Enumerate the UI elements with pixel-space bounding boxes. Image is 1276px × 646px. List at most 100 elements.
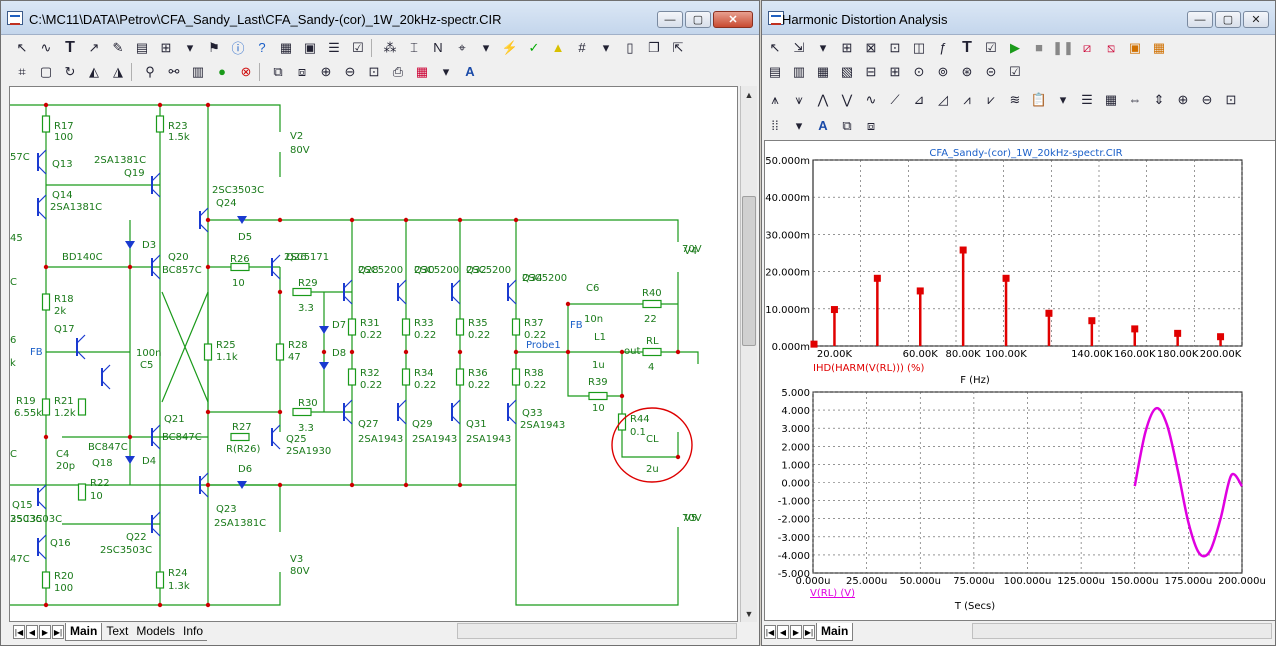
component-label-r44[interactable]: R44 [630,414,650,425]
component-label-r25[interactable]: R25 [216,340,236,351]
page-icon[interactable]: ▯ [626,39,634,55]
table-icon[interactable]: ☰ [1081,91,1093,107]
component-value-r31[interactable]: 0.22 [360,330,382,341]
tab-text[interactable]: Text [102,623,133,641]
resistor-symbol[interactable] [642,299,662,309]
zoom-in-icon[interactable]: ⊕ [320,63,332,79]
zoom-out-icon[interactable]: ⊖ [344,63,356,79]
component-value-r30[interactable]: 3.3 [298,423,314,434]
layout2-icon[interactable]: ▥ [792,63,806,79]
resistor-symbol[interactable] [642,347,662,357]
component-value-r32[interactable]: 0.22 [360,380,382,391]
resistor-symbol[interactable] [41,293,51,311]
component-label-q32[interactable]: Q32 [466,265,487,276]
tab-main[interactable]: Main [65,623,103,641]
flip-y-icon[interactable]: ◮ [113,63,123,79]
font-icon[interactable]: A [818,118,828,133]
component-value-r21[interactable]: 1.2k [54,408,76,419]
component-label-q19[interactable]: Q19 [124,168,145,179]
line-tool-icon[interactable]: ↗ [88,39,100,55]
node-numbers-icon[interactable]: ⁂ [383,39,397,55]
slope-icon[interactable]: ⟋ [890,91,900,107]
run-icon[interactable]: ▶ [1010,39,1020,55]
component-value-r34[interactable]: 0.22 [414,380,436,391]
tile-icon[interactable]: ⧈ [297,63,307,79]
wave-icon[interactable]: ≋ [1009,91,1021,107]
component-icon[interactable]: ▤ [135,39,149,55]
resistor-symbol[interactable] [617,413,627,431]
properties-icon[interactable]: ☑ [1009,63,1021,79]
probe-icon[interactable]: ⌖ [458,39,466,55]
text-tool-icon[interactable]: T [65,38,75,56]
resistor-symbol[interactable] [275,343,285,361]
valley-icon[interactable]: ⩛ [795,91,803,107]
find-icon[interactable]: ⚲ [145,63,155,79]
component-value-r29[interactable]: 3.3 [298,303,314,314]
component-value-q27[interactable]: 2SA1943 [358,434,403,445]
prev-page-icon[interactable]: ◀ [777,625,789,639]
select-mode-icon[interactable]: ↖ [769,39,781,55]
component-label-r38[interactable]: R38 [524,368,544,379]
low-icon[interactable]: ⋁ [841,91,853,107]
component-value-q30[interactable]: 2SC5200 [414,265,459,276]
component-label-r21[interactable]: R21 [54,396,74,407]
layout6-icon[interactable]: ⊞ [889,63,901,79]
pause-icon[interactable]: ❚❚ [1052,39,1074,55]
component-value-r20[interactable]: 100 [54,583,73,594]
scroll-up-icon[interactable]: ▲ [744,89,754,100]
component-label-r40[interactable]: R40 [642,288,662,299]
close-button[interactable]: ✕ [713,11,753,28]
dropdown-icon[interactable]: ▾ [442,63,450,79]
component-value-r26[interactable]: 10 [232,278,245,289]
component-value-q22[interactable]: 2SC3503C [100,545,152,556]
component-label-q20[interactable]: Q20 [168,252,189,263]
resistor-symbol[interactable] [347,368,357,386]
chart2-icon[interactable]: ⧅ [1106,39,1116,55]
calculator-icon[interactable]: ▥ [191,63,205,79]
component-label-r31[interactable]: R31 [360,318,380,329]
component-label-c6[interactable]: C6 [586,283,599,294]
component-value-r37[interactable]: 0.22 [524,330,546,341]
diode-symbol[interactable] [237,481,247,489]
cascade-icon[interactable]: ⧉ [273,63,283,79]
dropdown-icon[interactable]: ▾ [819,39,827,55]
dropdown-icon[interactable]: ▾ [482,39,490,55]
component-label-q24[interactable]: Q24 [216,198,237,209]
schematic-vscroll[interactable]: ▲ ▼ [740,86,757,622]
component-label-q15[interactable]: Q15 [12,500,33,511]
component-label-v5[interactable]: V5 [684,513,697,524]
component-label-q27[interactable]: Q27 [358,419,379,430]
global-high-icon[interactable]: ⩘ [963,91,971,107]
layout3-icon[interactable]: ▦ [816,63,830,79]
minimize-button[interactable]: — [657,11,683,28]
zoom4-icon[interactable]: ⊝ [985,63,997,79]
bus-icon[interactable]: ⊞ [160,39,172,55]
chart-icon[interactable]: ⧄ [1082,39,1092,55]
component-label-d5[interactable]: D5 [238,232,252,243]
component-label-cl[interactable]: CL [646,434,659,445]
component-label-r35[interactable]: R35 [468,318,488,329]
component-label-rl[interactable]: RL [646,336,659,347]
diode-symbol[interactable] [125,241,135,249]
scale-icon[interactable]: ⊞ [841,39,853,55]
properties-icon[interactable]: ☑ [352,39,364,55]
zoom1-icon[interactable]: ⊙ [913,63,925,79]
resistor-symbol[interactable] [155,115,165,133]
zoom2-icon[interactable]: ⊚ [937,63,949,79]
box-icon[interactable]: ▢ [39,63,53,79]
component-label-c5[interactable]: C5 [140,360,153,371]
component-value-q32[interactable]: 2SC5200 [466,265,511,276]
help-icon[interactable]: ? [258,40,266,55]
component-value-r33[interactable]: 0.22 [414,330,436,341]
component-value-v3[interactable]: 80V [290,566,310,577]
diode-symbol[interactable] [125,456,135,464]
component-label-r26[interactable]: R26 [230,254,250,265]
component-value-q20[interactable]: BC857C [162,265,202,276]
fit-y-icon[interactable]: ⇕ [1153,91,1165,107]
print-icon[interactable]: ⎙ [392,63,404,79]
component-value-q21[interactable]: BC847C [162,432,202,443]
zoom-fit-icon[interactable]: ⊡ [368,63,380,79]
resistor-symbol[interactable] [41,115,51,133]
schematic-hscroll[interactable] [457,623,737,639]
component-label-q16[interactable]: Q16 [50,538,71,549]
